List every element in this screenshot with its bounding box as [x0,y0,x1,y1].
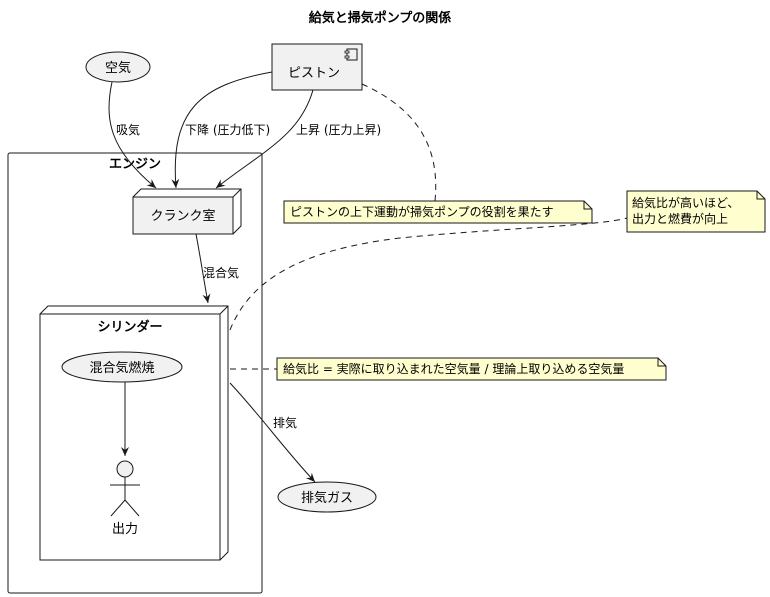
edge-label-mixture: 混合気 [203,265,239,280]
note-connectors [229,83,628,370]
note-high-ratio-line1: 給気比が高いほど、 [632,195,739,210]
cylinder-label: シリンダー [97,319,162,335]
component-icon [344,48,358,61]
engine-label: エンジン [109,157,161,172]
connector-ratio-note [229,217,628,331]
diagram-title: 給気と掃気ポンプの関係 [309,10,452,26]
crank-chamber-label: クランク室 [150,208,215,224]
air-label: 空気 [105,60,131,76]
note-high-ratio: 給気比が高いほど、 出力と燃費が向上 [626,190,766,233]
edge-intake [108,81,157,189]
edge-down [171,71,273,189]
note-piston-role-text: ピストンの上下運動が掃気ポンプの役割を果たす [290,204,554,219]
edge-label-down: 下降 (圧力低下) [185,123,270,137]
edge-mixture [195,233,211,304]
combustion-node: 混合気燃焼 [61,351,183,383]
edge-label-intake: 吸気 [116,122,140,137]
note-high-ratio-line2: 出力と燃費が向上 [632,211,728,226]
piston-label: ピストン [288,66,340,81]
air-node: 空気 [85,51,151,83]
note-ratio-definition: 給気比 = 実際に取り込まれた空気量 / 理論上取り込める空気量 [276,357,667,381]
connector-piston-note [361,83,437,202]
edge-exhaust [229,382,316,483]
exhaust-gas-node: 排気ガス [277,481,377,513]
combustion-label: 混合気燃焼 [89,360,154,376]
note-ratio-definition-text: 給気比 = 実際に取り込まれた空気量 / 理論上取り込める空気量 [283,361,624,376]
edges [108,71,316,483]
piston-node: ピストン [271,43,363,91]
exhaust-gas-label: 排気ガス [301,490,353,506]
edge-up [215,89,314,189]
edge-label-up: 上昇 (圧力上昇) [296,123,381,137]
note-piston-role: ピストンの上下運動が掃気ポンプの役割を果たす [283,200,593,224]
output-actor [110,460,140,517]
edge-label-exhaust: 排気 [273,415,297,430]
crank-chamber-node: クランク室 [132,188,242,235]
output-label: 出力 [112,522,138,537]
